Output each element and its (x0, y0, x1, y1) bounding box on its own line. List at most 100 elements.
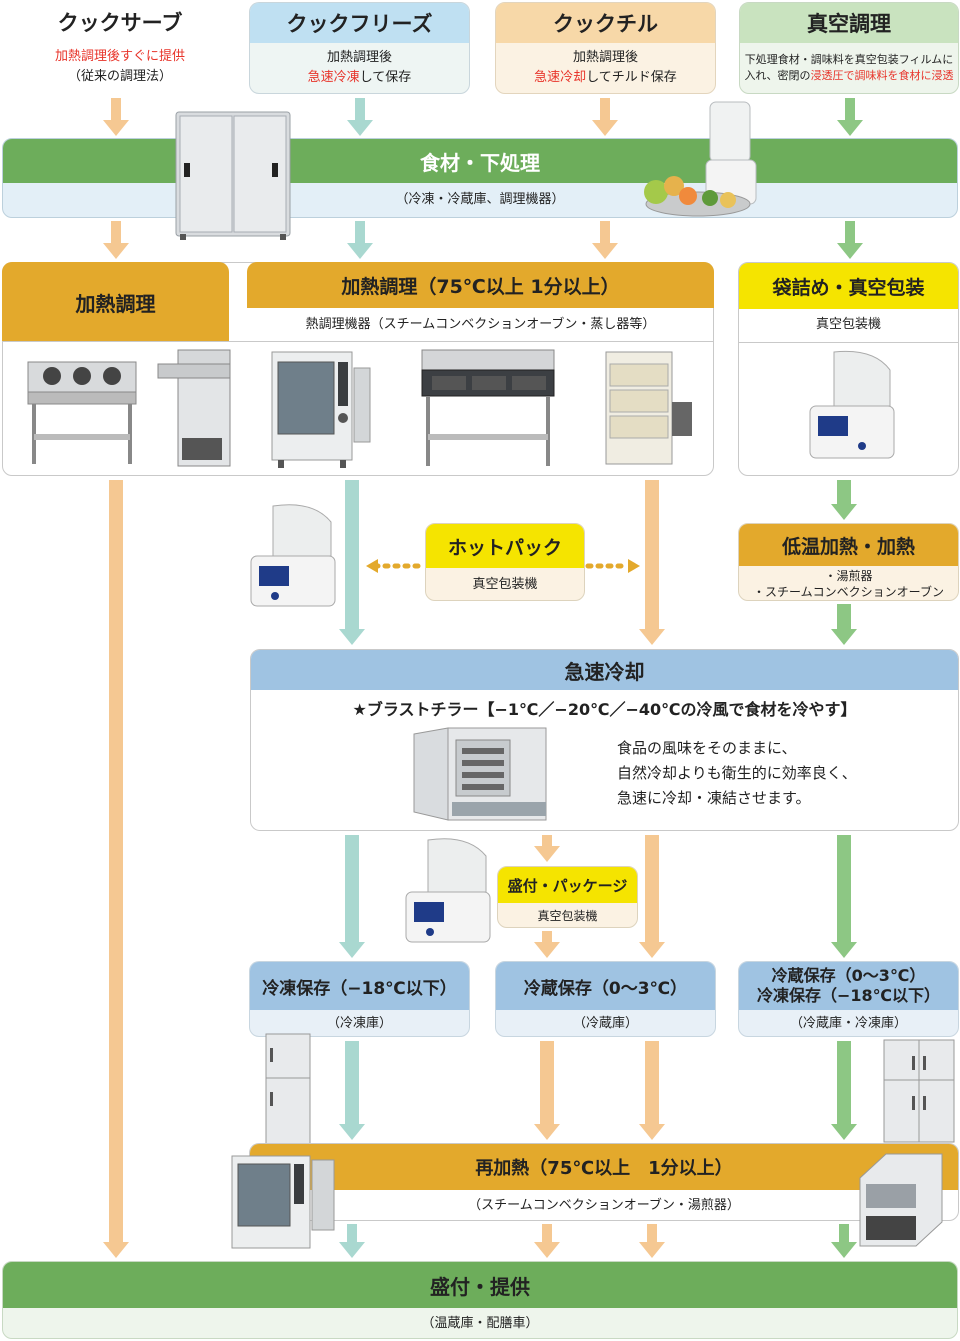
cookfreeze-title: クックフリーズ (250, 3, 469, 43)
arrow-prep-cookheat-freeze (347, 221, 373, 259)
arrow-prep-cookheat-chill (592, 221, 618, 259)
chill-store-box: 冷蔵保存（0〜3℃） （冷蔵庫） (495, 961, 716, 1037)
blast-line-2: 自然冷却よりも衛生的に効率良く、 (617, 763, 857, 782)
vacuum-packer-icon (809, 350, 895, 459)
cook-heat-sub: 熱調理機器（スチームコンベクションオーブン・蒸し器等） (305, 316, 656, 332)
arrow-cooksurve-prep (103, 98, 129, 136)
chill-store-title: 冷蔵保存（0〜3℃） (496, 962, 715, 1010)
food-processor-icon (644, 101, 757, 217)
vacuum-desc2-red: 浸透圧で調味料を食材に浸透 (810, 69, 954, 82)
arrow-bothstore-reheat (831, 1041, 857, 1140)
arrow-vacuum-prep (837, 98, 863, 136)
hotpack-connectors (366, 559, 640, 573)
prep-title: 食材・下処理 (3, 139, 957, 183)
arrow-reheat-serve-3 (639, 1224, 665, 1258)
reheat-sub: （スチームコンベクションオーブン・湯煎器） (468, 1197, 740, 1213)
cookchill-title: クックチル (496, 3, 715, 43)
cook-heat-box: 加熱調理（75℃以上 1分以上） 熱調理機器（スチームコンベクションオーブン・蒸… (247, 262, 714, 342)
fridge-freezer-icon (883, 1039, 955, 1143)
bagging-sub: 真空包装機 (739, 309, 958, 343)
arrow-cookchill-prep (592, 98, 618, 136)
arrow-package-chillstore (534, 931, 560, 958)
package-vacuum-packer-icon (405, 838, 491, 943)
refrigerator-icon (175, 111, 291, 240)
both-store-title2: 冷凍保存（−18℃以下） (756, 986, 941, 1005)
cookchill-box: クックチル 加熱調理後 急速冷却してチルド保存 (495, 2, 716, 94)
cookchill-desc1: 加熱調理後 (572, 49, 638, 65)
cookchill-desc2: してチルド保存 (586, 70, 677, 85)
bagging-box: 袋詰め・真空包装 真空包装機 (738, 262, 959, 476)
vacuum-desc2: 入れ、密閉の (744, 69, 811, 82)
freeze-store-sub: （冷凍庫） (326, 1015, 392, 1031)
blast-line-3: 急速に冷却・凍結させます。 (617, 788, 811, 807)
hotpack-box: ホットパック 真空包装機 (425, 523, 585, 601)
lowtemp-sub2: ・スチームコンベクションオーブン (753, 585, 944, 599)
water-bath-icon (859, 1153, 943, 1247)
arrow-blast-freezestore (339, 835, 365, 958)
arrow-prep-bagging (837, 221, 863, 259)
freeze-store-box: 冷凍保存（−18℃以下） （冷凍庫） (249, 961, 470, 1037)
arrow-blast-package (534, 835, 560, 862)
arrow-cookfreeze-prep (347, 98, 373, 136)
hotpack-sub: 真空包装機 (472, 576, 538, 592)
serve-sub: （温蔵庫・配膳車） (421, 1315, 539, 1331)
blast-headline: ★ブラストチラー【−1℃／−20℃／−40℃の冷風で食材を冷やす】 (352, 700, 857, 719)
arrow-bagging-lowtemp (831, 480, 857, 520)
arrow-freezestore-reheat (339, 1041, 365, 1140)
arrow-cook-blast-chill (639, 480, 665, 645)
gas-range-icon (27, 361, 137, 464)
blast-line-1: 食品の風味をそのままに、 (617, 739, 797, 757)
arrow-cooksurve-serve (103, 480, 129, 1258)
both-store-title1: 冷蔵保存（0〜3℃） (771, 966, 926, 985)
steam-convection-oven-icon (271, 351, 371, 468)
reheat-title: 再加熱（75℃以上 1分以上） (250, 1144, 958, 1190)
blast-title: 急速冷却 (251, 650, 958, 690)
freezer-icon (265, 1033, 311, 1145)
arrow-prep-cookplain (103, 221, 129, 259)
blast-chiller-icon (413, 727, 547, 821)
arrow-reheat-serve-2 (534, 1224, 560, 1258)
lowtemp-box: 低温加熱・加熱 ・湯煎器 ・スチームコンベクションオーブン (738, 523, 959, 601)
hotpack-vacuum-packer-icon (250, 504, 336, 607)
cookfreeze-box: クックフリーズ 加熱調理後 急速冷凍して保存 (249, 2, 470, 94)
vacuum-title: 真空調理 (740, 3, 958, 43)
arrow-chillstore-reheat-1 (534, 1041, 560, 1140)
chill-store-sub: （冷蔵庫） (572, 1015, 638, 1031)
cooksurve-desc: （従来の調理法） (67, 69, 172, 84)
cook-plain-box: 加熱調理 (2, 262, 229, 342)
both-store-sub: （冷蔵庫・冷凍庫） (789, 1015, 907, 1031)
steamer-icon (605, 351, 692, 465)
lowtemp-sub1: ・湯煎器 (824, 568, 873, 583)
arrow-reheat-serve-4 (831, 1224, 857, 1258)
arrow-blast-bothstore (831, 835, 857, 958)
serve-box: 盛付・提供 （温蔵庫・配膳車） (2, 1261, 958, 1339)
cookchill-desc2-red: 急速冷却 (534, 70, 587, 85)
reheat-box: 再加熱（75℃以上 1分以上） （スチームコンベクションオーブン・湯煎器） (249, 1143, 959, 1221)
arrow-blast-chillstore (639, 835, 665, 958)
arrow-reheat-serve-1 (339, 1224, 365, 1258)
lowtemp-title: 低温加熱・加熱 (739, 524, 958, 566)
vacuum-box: 真空調理 下処理食材・調味料を真空包装フィルムに 入れ、密閉の浸透圧で調味料を食… (739, 2, 959, 94)
cookfreeze-desc2: して保存 (359, 70, 412, 85)
cook-plain-title: 加熱調理 (75, 291, 156, 316)
serve-title: 盛付・提供 (3, 1262, 957, 1308)
cookfreeze-desc1: 加熱調理後 (326, 49, 392, 65)
package-title: 盛付・パッケージ (498, 867, 637, 903)
arrow-cook-blast-freeze (339, 480, 365, 645)
arrow-chillstore-reheat-2 (639, 1041, 665, 1140)
cooksurve-title: クックサーブ (57, 11, 183, 35)
blast-box: 急速冷却 ★ブラストチラー【−1℃／−20℃／−40℃の冷風で食材を冷やす】 (250, 649, 959, 831)
cookfreeze-desc2-red: 急速冷凍 (307, 70, 360, 85)
cook-heat-title: 加熱調理（75℃以上 1分以上） (247, 262, 714, 308)
bagging-title: 袋詰め・真空包装 (739, 263, 958, 309)
induction-cooker-icon (421, 349, 555, 466)
vacuum-desc1: 下処理食材・調味料を真空包装フィルムに (744, 52, 954, 66)
cooksurve-box: クックサーブ 加熱調理後すぐに提供 （従来の調理法） (2, 2, 238, 94)
prep-box: 食材・下処理 （冷凍・冷蔵庫、調理機器） (2, 138, 958, 218)
cooksurve-desc-red: 加熱調理後すぐに提供 (54, 48, 185, 64)
arrow-lowtemp-blast (831, 604, 857, 645)
package-box: 盛付・パッケージ 真空包装機 (497, 866, 638, 928)
both-store-box: 冷蔵保存（0〜3℃） 冷凍保存（−18℃以下） （冷蔵庫・冷凍庫） (738, 961, 959, 1037)
freeze-store-title: 冷凍保存（−18℃以下） (250, 962, 469, 1010)
